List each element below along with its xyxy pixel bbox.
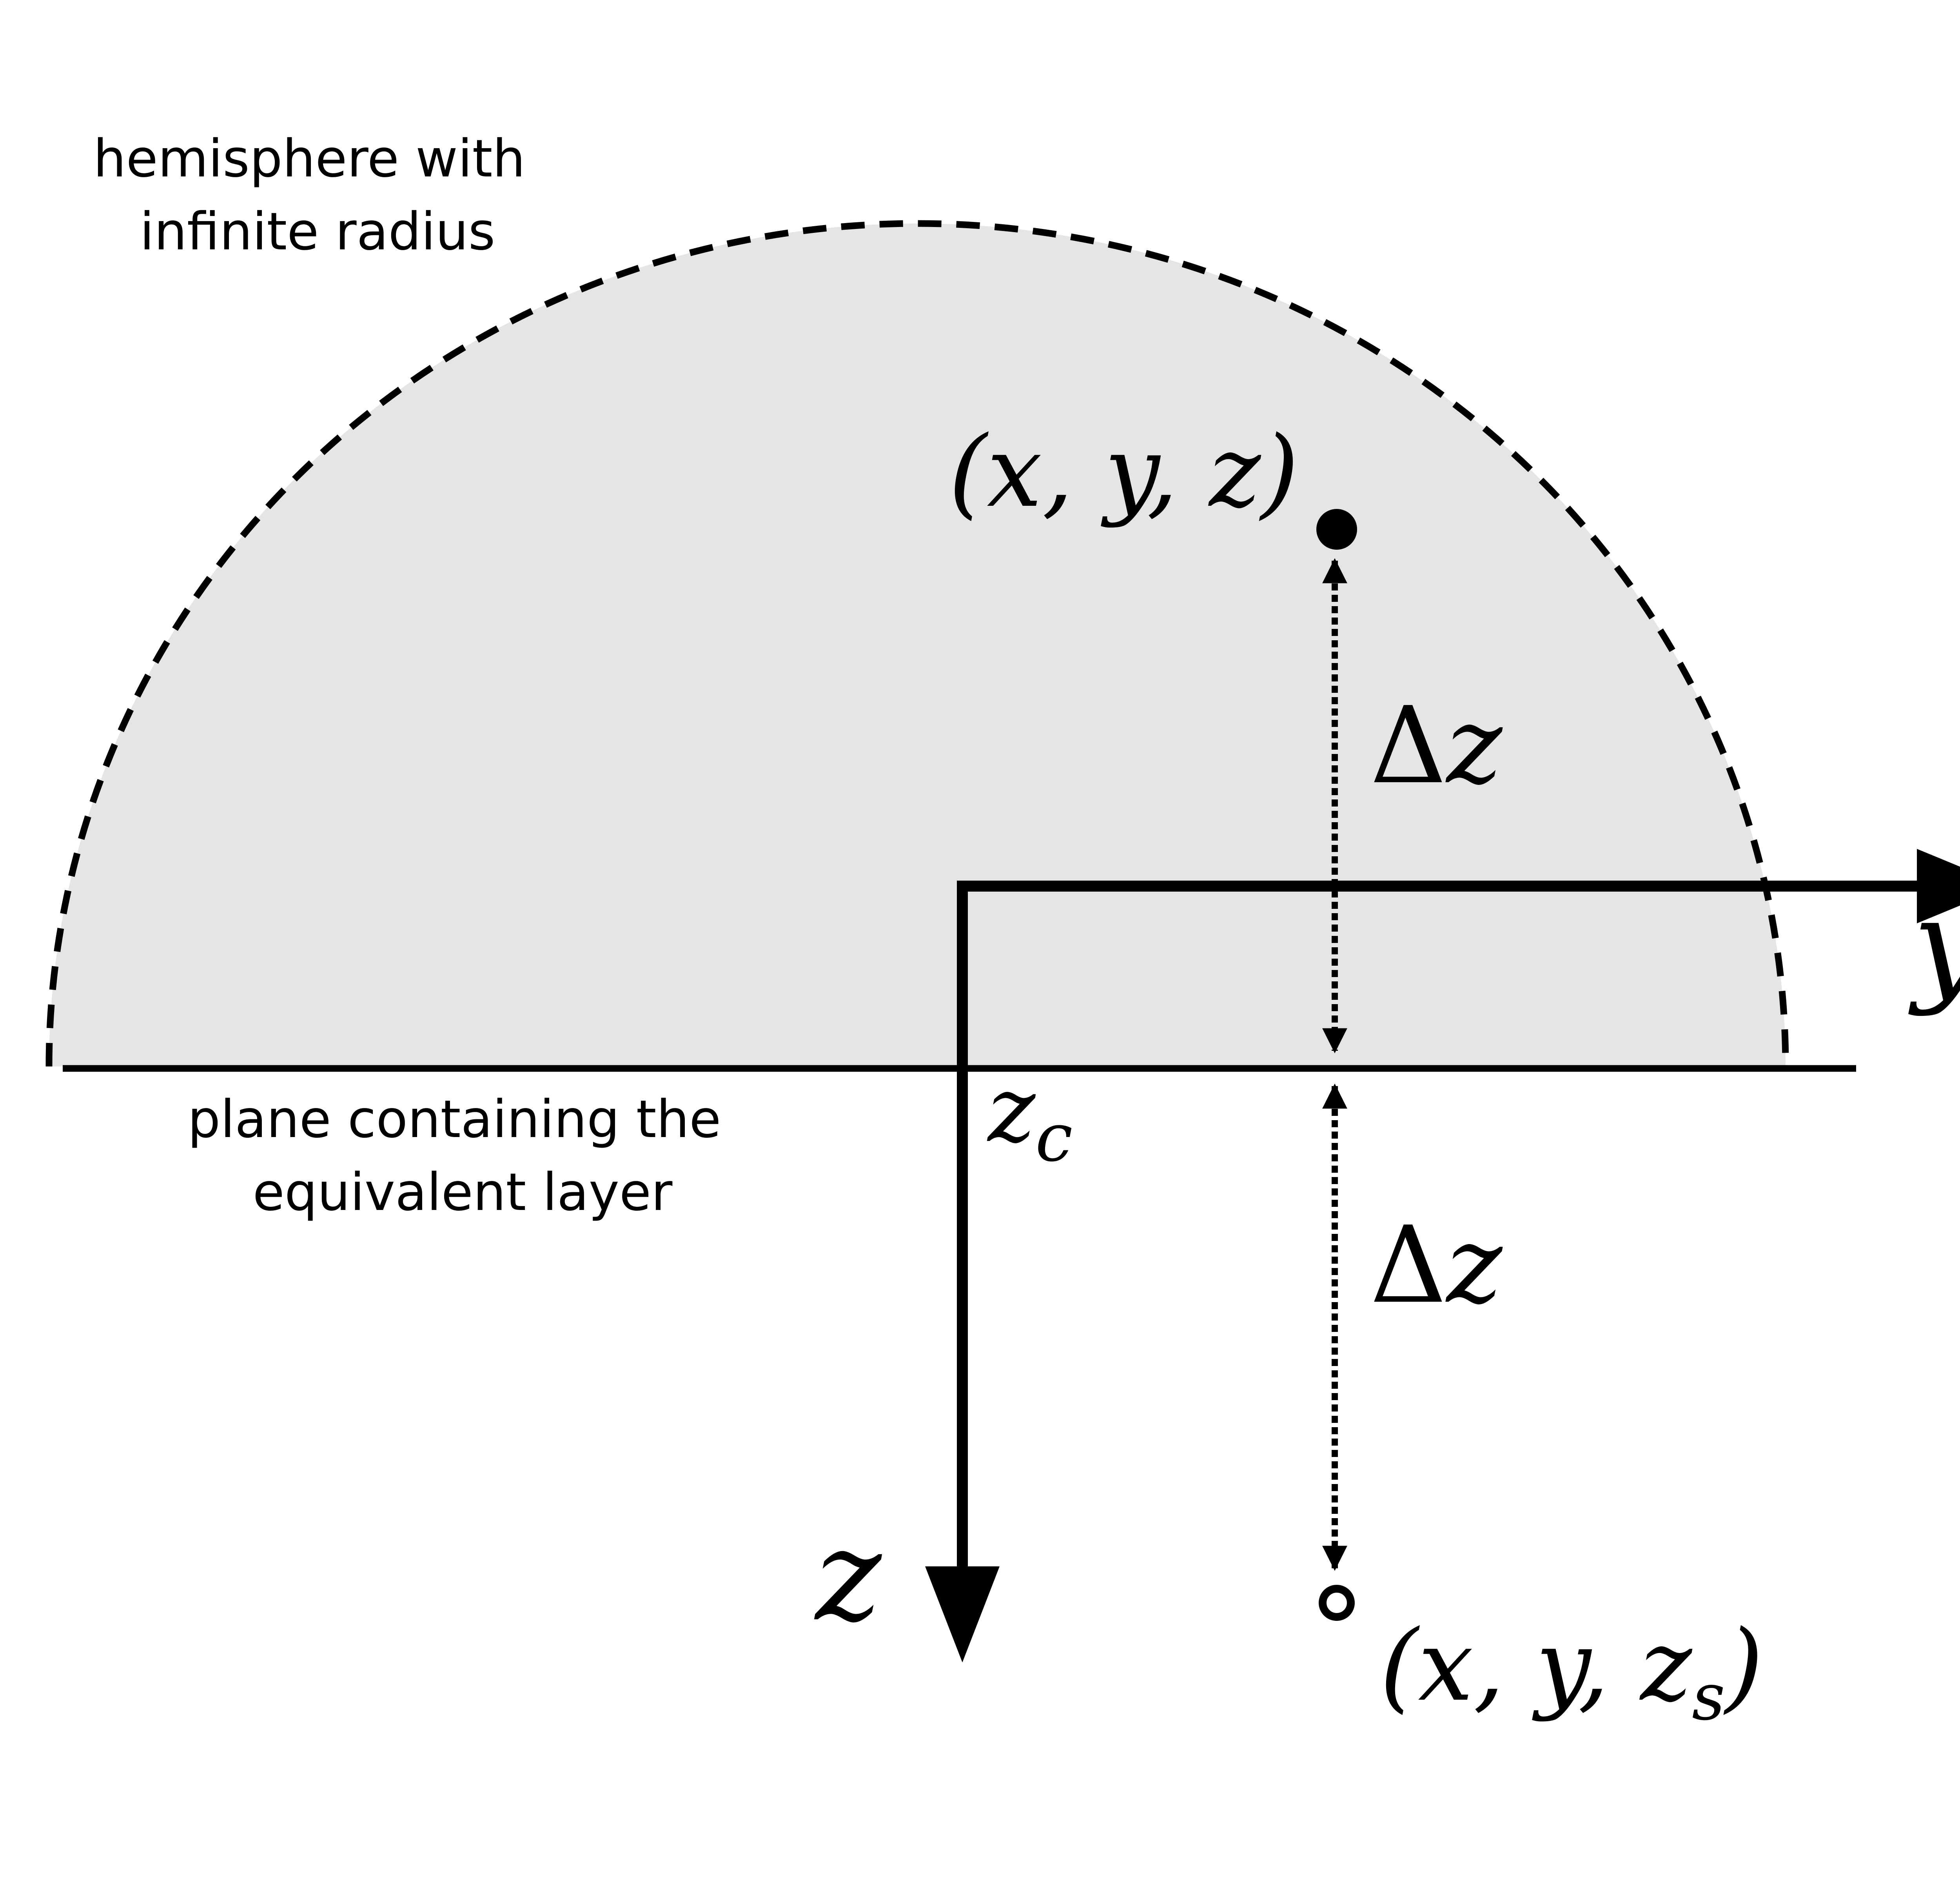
point-bottom-label-subscript: s [1692, 1659, 1725, 1735]
point-source [1319, 1585, 1355, 1621]
hemisphere-region [49, 223, 1786, 1066]
zc-label-main: z [987, 1058, 1036, 1163]
delta-z-lower-label: Δz [1370, 1203, 1504, 1327]
point-bottom-label-main: (x, y, z [1380, 1609, 1692, 1723]
y-axis-arrowhead [1917, 849, 1960, 923]
zc-label-subscript: c [1035, 1099, 1073, 1177]
delta-var-upper: z [1445, 684, 1504, 807]
point-top-label: (x, y, z) [949, 415, 1299, 529]
plane-label-line1: plane containing the [188, 1089, 721, 1150]
hemisphere-label: hemisphere with infinite radius [93, 129, 542, 262]
y-axis-label: y [1907, 872, 1960, 1018]
delta-z-upper-label: Δz [1370, 684, 1504, 807]
hemisphere-label-line2: infinite radius [140, 202, 495, 262]
delta-symbol-lower: Δ [1370, 1203, 1446, 1327]
delta-var-lower: z [1445, 1203, 1504, 1327]
plane-label: plane containing the equivalent layer [188, 1089, 738, 1223]
y-axis [957, 881, 1929, 1068]
point-bottom-label: (x, y, zs) [1380, 1609, 1763, 1735]
z-axis-arrowhead [925, 1566, 1000, 1662]
hemisphere-boundary [45, 220, 1789, 1067]
point-observation [1316, 509, 1357, 550]
hemisphere-label-line1: hemisphere with [93, 129, 525, 189]
plane-label-line2: equivalent layer [253, 1162, 673, 1223]
delta-symbol-upper: Δ [1370, 684, 1446, 807]
z-axis-label: z [813, 1503, 884, 1649]
zc-label: zc [987, 1058, 1073, 1177]
point-bottom-label-close: ) [1723, 1609, 1764, 1723]
